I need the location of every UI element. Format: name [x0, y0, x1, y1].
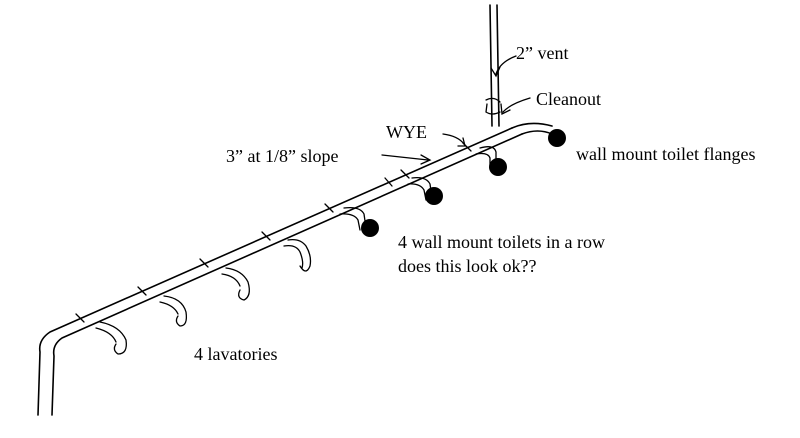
main-drain-pipe: [37, 122, 553, 416]
toilet-branch: [407, 176, 433, 201]
lavatory-trap: [95, 321, 127, 355]
toilet-flange: [425, 187, 443, 205]
toilet-flange: [361, 219, 379, 237]
flanges-label: wall mount toilet flanges: [576, 144, 755, 164]
toilet-branch: [339, 206, 367, 231]
lavatory-trap: [283, 238, 312, 272]
toilet-flange: [548, 129, 566, 147]
toilet-branches: [339, 146, 497, 231]
toilet-flanges: [361, 129, 566, 237]
toilets-label-line1: 4 wall mount toilets in a row: [398, 232, 605, 252]
lavatory-trap: [159, 295, 188, 327]
lavatories-label: 4 lavatories: [194, 344, 277, 364]
cleanout-label: Cleanout: [536, 89, 601, 109]
lavatory-traps: [95, 238, 312, 355]
text-labels: 2” vent Cleanout WYE 3” at 1/8” slope wa…: [194, 43, 755, 364]
vent-label: 2” vent: [516, 43, 568, 63]
wye-label: WYE: [386, 122, 427, 142]
lavatory-trap: [221, 267, 250, 301]
slope-label: 3” at 1/8” slope: [226, 146, 338, 166]
toilet-branch: [475, 146, 497, 169]
vent-riser: [485, 4, 501, 127]
label-arrows: [381, 55, 531, 165]
toilet-flange: [489, 158, 507, 176]
toilets-label-line2: does this look ok??: [398, 256, 536, 276]
